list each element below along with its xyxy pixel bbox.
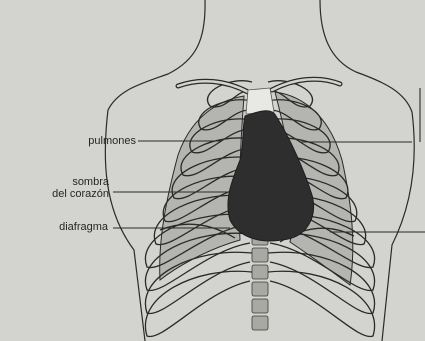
label-heart-shadow: sombra del corazón [52,176,109,200]
vertebra [252,282,268,296]
label-lungs: pulmones [88,135,136,147]
vertebra [252,248,268,262]
vertebra [252,299,268,313]
label-heart-shadow-line2: del corazón [52,188,109,200]
rib-right [268,271,375,336]
trachea [246,88,274,114]
vertebra [252,265,268,279]
vertebra [252,316,268,330]
label-diaphragm: diafragma [59,221,108,233]
rib-left [145,271,252,336]
label-heart-shadow-line1: sombra [52,176,109,188]
